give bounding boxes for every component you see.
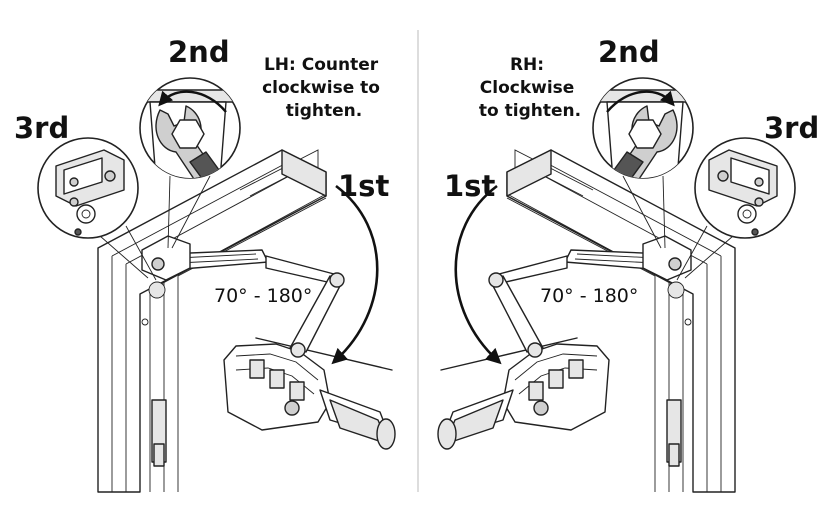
third-step-magnifier-left bbox=[37, 137, 139, 239]
rotation-arrow-icon bbox=[158, 90, 227, 113]
hex-nut-icon bbox=[171, 119, 205, 149]
third-step-magnifier-right bbox=[694, 137, 796, 239]
left-hand-panel: 2nd 3rd 1st LH: Counter clockwise to tig… bbox=[14, 35, 396, 493]
step-second-label-right: 2nd bbox=[598, 35, 660, 69]
instruction-right: RH: Clockwise to tighten. bbox=[479, 55, 581, 121]
step-first-label-left: 1st bbox=[338, 169, 389, 203]
instruction-left: LH: Counter clockwise to tighten. bbox=[262, 55, 386, 121]
right-hand-panel: 2nd 3rd 1st RH: Clockwise to tighten. 70… bbox=[437, 35, 819, 493]
instruction-right-line-3: to tighten. bbox=[479, 101, 581, 121]
closer-arm-left bbox=[141, 235, 345, 358]
closer-arm-right bbox=[488, 235, 692, 358]
angle-range-right: 70° - 180° bbox=[540, 285, 638, 307]
angle-range-left: 70° - 180° bbox=[214, 285, 312, 307]
hex-nut-icon bbox=[628, 119, 662, 149]
second-step-magnifier-left bbox=[139, 77, 241, 179]
swing-arc-arrow-icon bbox=[454, 184, 502, 365]
step-third-label-left: 3rd bbox=[14, 111, 69, 145]
rotation-arrow-icon bbox=[606, 90, 675, 113]
closer-body-left bbox=[223, 337, 396, 450]
instruction-right-line-1: RH: bbox=[510, 55, 544, 75]
door-frame-right bbox=[506, 149, 736, 493]
instruction-left-line-2: clockwise to bbox=[262, 78, 380, 98]
closer-body-right bbox=[437, 337, 610, 450]
swing-arc-arrow-icon bbox=[331, 184, 379, 365]
door-frame-left bbox=[97, 149, 327, 493]
instruction-right-line-2: Clockwise bbox=[480, 78, 575, 98]
second-step-magnifier-right bbox=[592, 77, 694, 179]
step-first-label-right: 1st bbox=[444, 169, 495, 203]
instruction-left-line-3: tighten. bbox=[286, 101, 362, 121]
step-third-label-right: 3rd bbox=[764, 111, 819, 145]
instruction-left-line-1: LH: Counter bbox=[264, 55, 379, 75]
step-second-label-left: 2nd bbox=[168, 35, 230, 69]
